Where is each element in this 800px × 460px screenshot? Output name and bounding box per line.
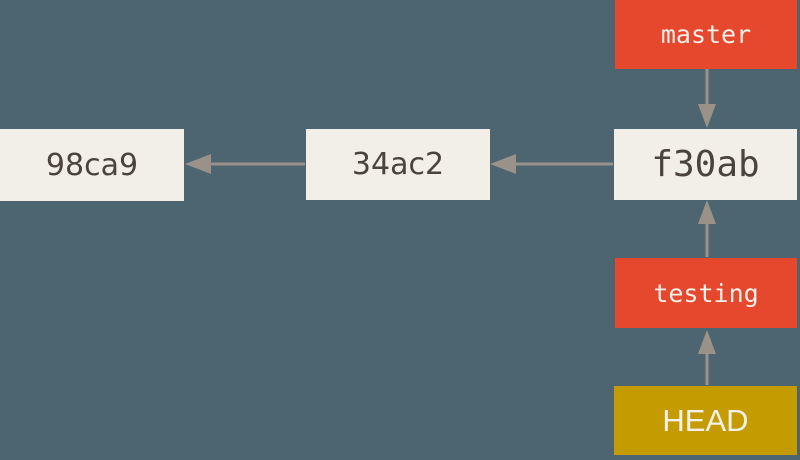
- commit-label: 98ca9: [45, 147, 139, 183]
- branch-label: master: [660, 20, 752, 49]
- head-label: HEAD: [662, 402, 749, 438]
- commit-node-34ac2: 34ac2: [306, 129, 490, 200]
- arrow-testing-to-f30ab: [698, 200, 716, 257]
- commit-node-f30ab: f30ab: [614, 129, 797, 200]
- branch-node-master: master: [615, 0, 797, 69]
- commit-label: f30ab: [651, 144, 760, 185]
- arrow-f30ab-to-34ac2: [490, 154, 613, 174]
- arrow-master-to-f30ab: [698, 69, 716, 128]
- commit-node-98ca9: 98ca9: [0, 129, 184, 201]
- head-node: HEAD: [614, 386, 797, 455]
- commit-label: 34ac2: [351, 147, 445, 182]
- arrow-head-to-testing: [698, 330, 716, 385]
- branch-label: testing: [653, 278, 759, 308]
- branch-node-testing: testing: [615, 258, 797, 328]
- arrow-34ac2-to-98ca9: [185, 154, 305, 174]
